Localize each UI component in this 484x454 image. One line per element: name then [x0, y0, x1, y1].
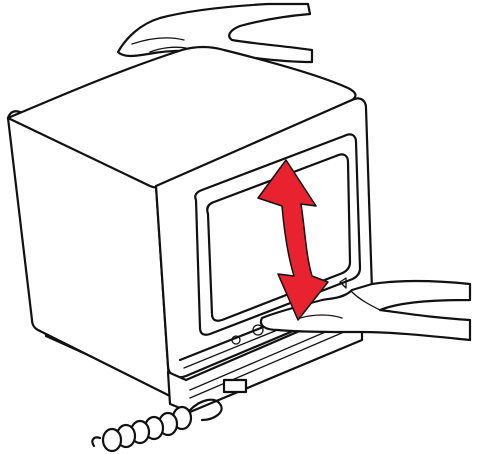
rear-connector — [224, 380, 246, 392]
